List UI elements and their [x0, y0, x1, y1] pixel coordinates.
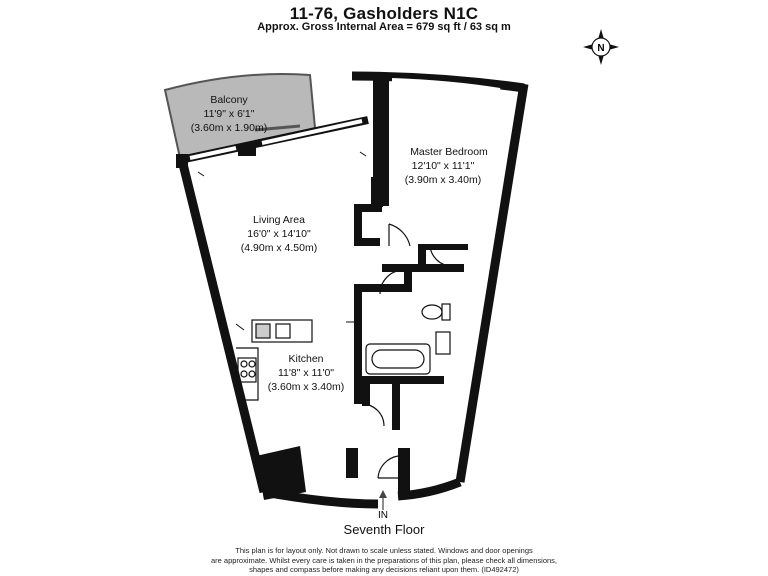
svg-text:(4.90m x 4.50m): (4.90m x 4.50m) — [241, 242, 317, 254]
entrance-label: IN — [378, 510, 388, 521]
svg-text:Living Area: Living Area — [253, 214, 305, 226]
gross-internal-area: Approx. Gross Internal Area = 679 sq ft … — [257, 21, 511, 33]
bathroom-fixtures — [365, 303, 451, 375]
disclaimer-line: shapes and compass before making any dec… — [249, 565, 519, 574]
plan-title: 11-76, Gasholders N1C — [289, 4, 479, 23]
room-label-living-area: Living Area 16'0" x 14'10" (4.90m x 4.50… — [241, 214, 317, 254]
room-label-master-bedroom: Master Bedroom 12'10" x 11'1" (3.90m x 3… — [405, 146, 488, 186]
closet-wall — [371, 177, 383, 207]
room-label-balcony: Balcony 11'9" x 6'1" (3.60m x 1.90m) — [191, 94, 267, 134]
svg-text:Balcony: Balcony — [210, 94, 248, 106]
entrance-arrow-icon — [379, 490, 387, 510]
svg-text:16'0" x 14'10": 16'0" x 14'10" — [247, 228, 311, 240]
wall-markers — [197, 151, 367, 331]
svg-text:Kitchen: Kitchen — [288, 353, 323, 365]
svg-text:Master Bedroom: Master Bedroom — [410, 146, 488, 158]
disclaimer-line: This plan is for layout only. Not drawn … — [235, 546, 533, 555]
compass-letter: N — [597, 43, 604, 54]
svg-text:11'9" x 6'1": 11'9" x 6'1" — [204, 108, 255, 120]
interior-walls — [256, 76, 468, 500]
bedroom-window — [391, 78, 501, 92]
doors — [361, 223, 453, 479]
outer-walls — [177, 71, 529, 509]
disclaimer: This plan is for layout only. Not drawn … — [150, 546, 618, 575]
compass-icon — [583, 29, 619, 65]
svg-text:(3.60m x 1.90m): (3.60m x 1.90m) — [191, 122, 267, 134]
svg-text:11'8" x 11'0": 11'8" x 11'0" — [278, 367, 334, 379]
kitchen-units — [236, 319, 313, 401]
disclaimer-line: are approximate. Whilst every care is ta… — [210, 555, 557, 565]
svg-text:(3.90m x 3.40m): (3.90m x 3.40m) — [405, 174, 481, 186]
floor-label: Seventh Floor — [343, 522, 425, 537]
room-label-kitchen: Kitchen 11'8" x 11'0" (3.60m x 3.40m) — [268, 353, 344, 393]
svg-text:12'10" x 11'1": 12'10" x 11'1" — [412, 160, 475, 172]
living-window-wall — [176, 116, 369, 168]
svg-text:(3.60m x 3.40m): (3.60m x 3.40m) — [268, 381, 344, 393]
